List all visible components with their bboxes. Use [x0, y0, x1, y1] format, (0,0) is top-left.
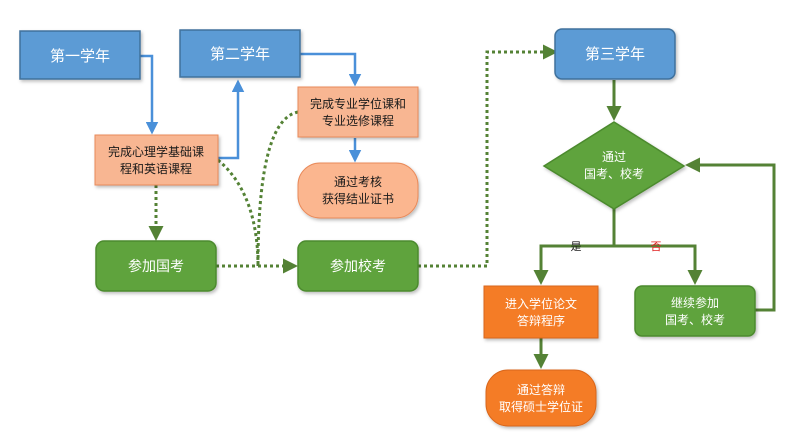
- connector-retry-loop: [685, 157, 776, 312]
- connector-no-branch: [614, 244, 703, 285]
- node-national-label: 参加国考: [128, 258, 184, 275]
- node-thesis-line1: 进入学位论文: [505, 296, 577, 311]
- node-psych-courses: 完成心理学基础课 程和英语课程: [94, 134, 219, 186]
- node-year1: 第一学年: [19, 30, 141, 80]
- node-retry-line1: 继续参加: [671, 295, 719, 310]
- node-degree-line2: 取得硕士学位证: [499, 399, 583, 414]
- node-cert-line2: 获得结业证书: [322, 191, 394, 206]
- connector-school-to-year3: [418, 44, 558, 268]
- node-certificate: 通过考核 获得结业证书: [297, 162, 419, 219]
- node-year3: 第三学年: [554, 28, 676, 80]
- node-thesis: 进入学位论文 答辩程序: [483, 285, 599, 339]
- node-year3-label: 第三学年: [585, 45, 645, 63]
- node-retry: 继续参加 国考、校考: [634, 285, 756, 337]
- node-year2: 第二学年: [179, 29, 301, 78]
- node-year1-label: 第一学年: [50, 47, 110, 65]
- connector-psych-to-year2: [218, 79, 245, 160]
- node-degree-line1: 通过答辩: [517, 382, 565, 397]
- node-school-exam: 参加校考: [297, 240, 419, 292]
- connector-major-curve: [256, 110, 299, 267]
- node-cert-line1: 通过考核: [334, 175, 382, 189]
- branch-no-label: 否: [651, 240, 662, 253]
- node-school-label: 参加校考: [330, 258, 386, 275]
- node-thesis-line2: 答辩程序: [517, 313, 565, 328]
- node-major-line2: 专业选修课程: [322, 113, 394, 128]
- connector-year1-to-psych: [140, 54, 159, 135]
- node-decision-line2: 国考、校考: [584, 166, 644, 181]
- node-major-courses: 完成专业学位课和 专业选修课程: [297, 86, 419, 138]
- node-psych-line2: 程和英语课程: [120, 161, 192, 176]
- connector-year2-to-major: [300, 52, 362, 87]
- node-national-exam: 参加国考: [95, 240, 217, 292]
- connector-yes-branch: [533, 244, 614, 285]
- node-decision-line1: 通过: [602, 150, 626, 164]
- node-psych-line1: 完成心理学基础课: [108, 144, 204, 159]
- node-decision: 通过 国考、校考: [542, 121, 686, 210]
- branch-yes-label: 是: [571, 240, 582, 253]
- node-year2-label: 第二学年: [210, 45, 270, 63]
- connector-psych-curve: [217, 158, 260, 267]
- node-major-line1: 完成专业学位课和: [310, 96, 406, 111]
- node-retry-line2: 国考、校考: [665, 312, 725, 327]
- node-degree: 通过答辩 取得硕士学位证: [485, 369, 597, 427]
